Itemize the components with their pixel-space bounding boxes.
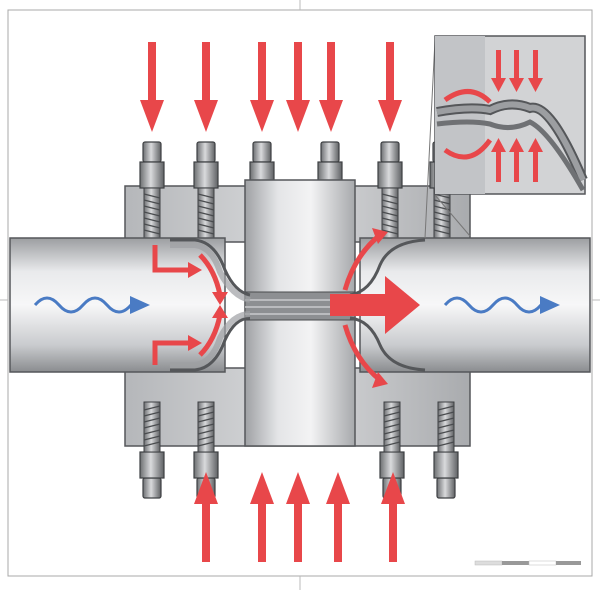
internal-pressure-arrows xyxy=(152,233,382,382)
left-pipe xyxy=(9,237,226,373)
scale-bar xyxy=(474,560,581,566)
main-flow-arrow xyxy=(330,276,420,334)
gasket-liner xyxy=(170,238,426,372)
detail-inset xyxy=(424,35,588,239)
flow-arrows xyxy=(33,296,560,314)
